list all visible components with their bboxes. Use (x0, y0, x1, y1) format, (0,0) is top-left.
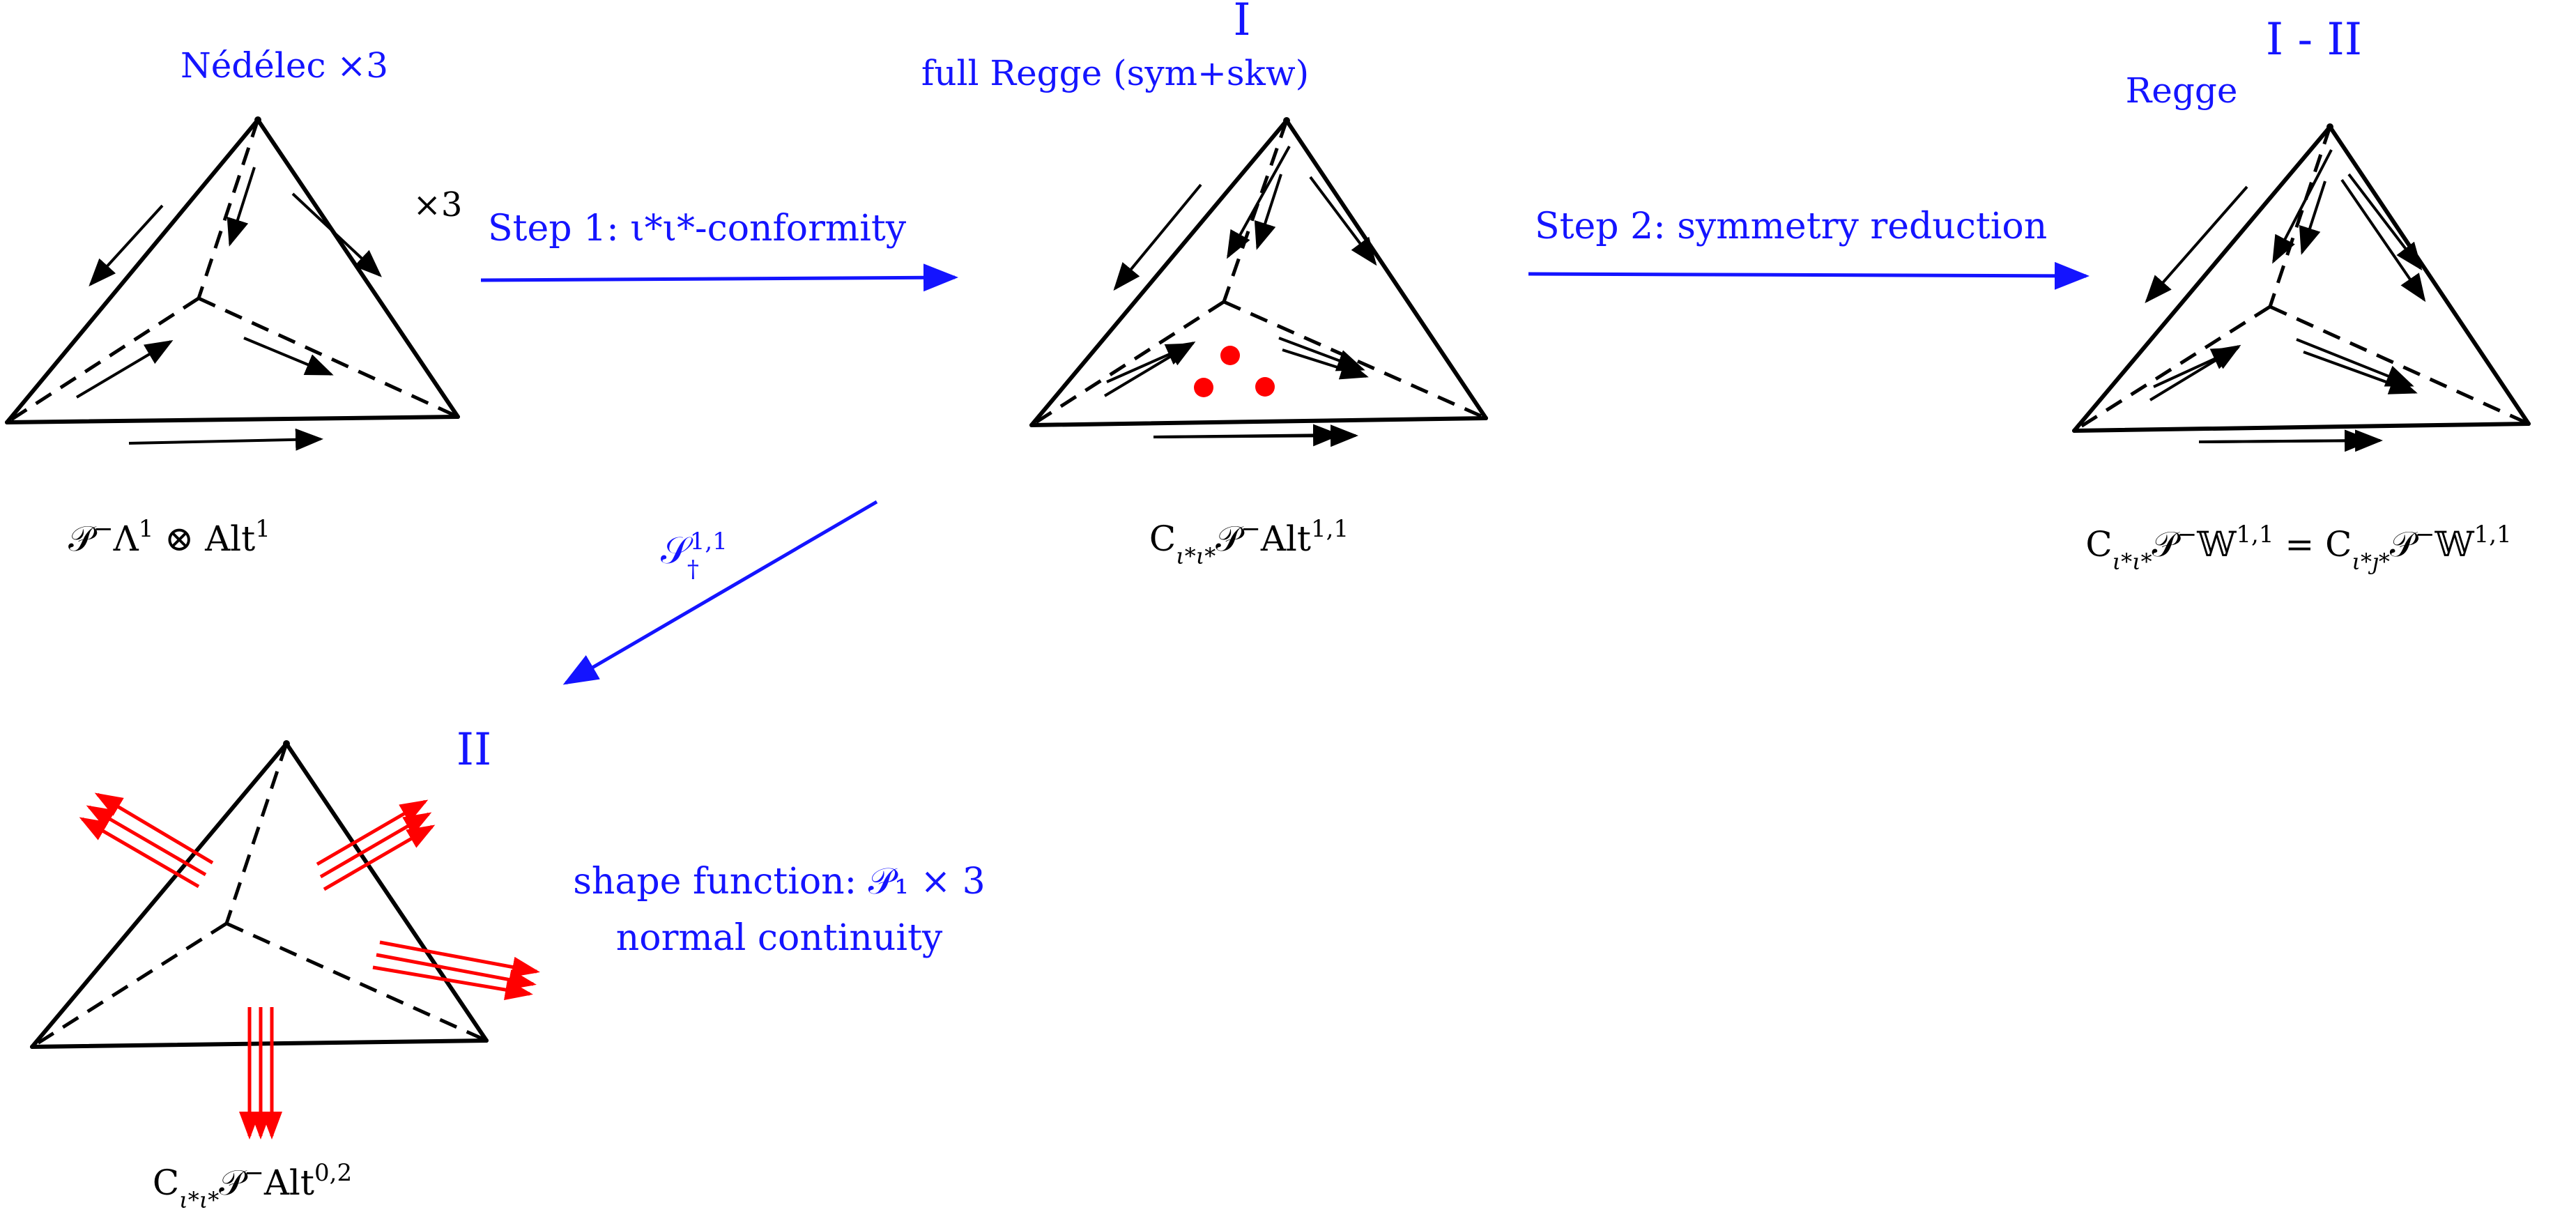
full-regge-edge-arrows (1103, 146, 1377, 447)
full-regge-solid-edges (1029, 118, 1488, 427)
regge-roman: I - II (2266, 14, 2362, 66)
regge-caption: Cι*ι*𝒫−𝕎1,1 = Cι*ȷ*𝒫−𝕎1,1 (2085, 521, 2511, 575)
full-regge-apex-dot (1283, 117, 1290, 124)
nedelec-caption: 𝒫−Λ1 ⊗ Alt1 (68, 515, 270, 559)
nedelec-title: Nédélec ×3 (181, 45, 388, 86)
regge-edge-arrows (2145, 149, 2426, 452)
red-dot (1255, 377, 1275, 397)
regge-solid-edges (2072, 125, 2531, 433)
tetrahedron-nedelec: Nédélec ×3 ×3 𝒫−Λ1 ⊗ Alt1 (5, 45, 463, 559)
nedelec-multiplier: ×3 (413, 185, 463, 224)
full-regge-red-dots (1194, 346, 1275, 397)
regge-apex-dot (2326, 123, 2333, 130)
red-dot (1194, 378, 1213, 397)
normal-note-line2: normal continuity (616, 917, 943, 959)
red-dot (1220, 346, 1240, 365)
normal-roman: II (457, 724, 492, 776)
step1-arrow-group: Step 1: ι*ι*-conformity (480, 208, 958, 292)
sigma-label: 𝒮1,1† (661, 528, 728, 583)
normal-dashed-edges (31, 743, 488, 1049)
nedelec-dashed-edges (6, 119, 459, 424)
normal-red-arrows (79, 792, 540, 1140)
sigma-arrow-group: 𝒮1,1† (562, 500, 878, 685)
tetrahedron-full-regge: I full Regge (sym+skw) Cι*ι*𝒫−Alt1,1 (921, 0, 1488, 569)
step2-arrow-group: Step 2: symmetry reduction (1528, 206, 2090, 290)
full-regge-dashed-edges (1030, 120, 1487, 427)
step1-label: Step 1: ι*ι*-conformity (488, 208, 907, 250)
full-regge-roman: I (1233, 0, 1250, 46)
step2-label: Step 2: symmetry reduction (1535, 206, 2047, 247)
nedelec-edge-arrows (75, 167, 382, 451)
step2-arrow (1528, 261, 2090, 290)
tetrahedron-normal: II shape function: 𝒫₁ × 3 normal continu… (30, 724, 986, 1212)
normal-apex-dot (283, 740, 290, 747)
regge-dashed-edges (2073, 126, 2530, 433)
regge-title: Regge (2126, 70, 2238, 111)
tetrahedron-regge: I - II Regge Cι*ι*𝒫−𝕎1,1 = Cι*ȷ*𝒫−𝕎1,1 (2072, 14, 2531, 575)
nedelec-apex-dot (254, 116, 261, 123)
normal-solid-edges (30, 742, 489, 1049)
step1-arrow (480, 263, 958, 292)
sigma-arrow (562, 500, 878, 685)
full-regge-title: full Regge (sym+skw) (921, 53, 1309, 93)
full-regge-caption: Cι*ι*𝒫−Alt1,1 (1149, 515, 1349, 569)
normal-caption: Cι*ι*𝒫−Alt0,2 (153, 1159, 352, 1209)
normal-note-line1: shape function: 𝒫₁ × 3 (573, 861, 986, 903)
